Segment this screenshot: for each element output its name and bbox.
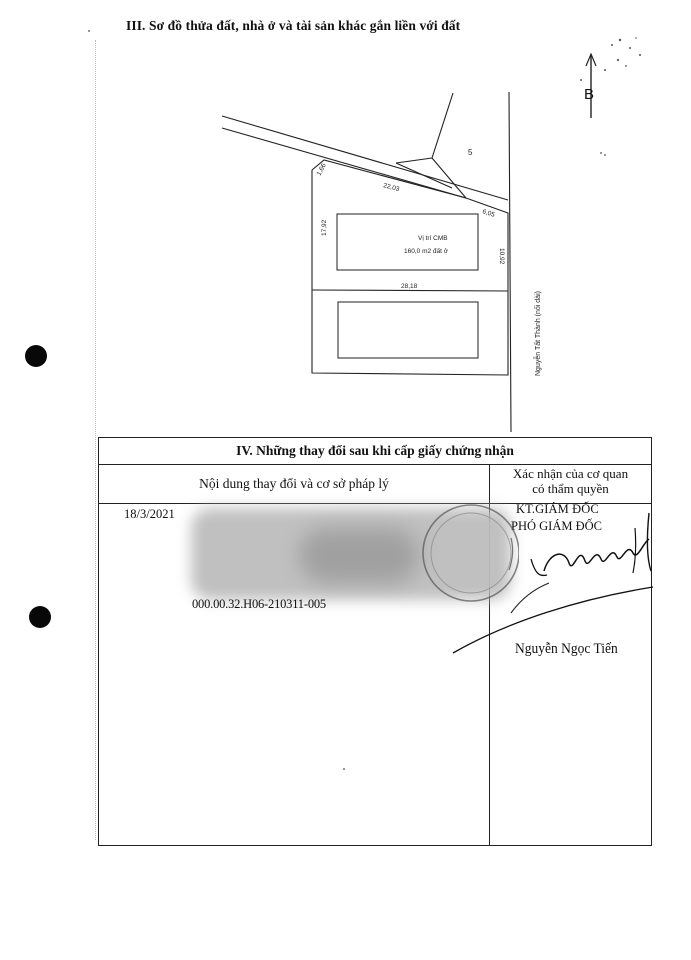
binder-hole-top <box>25 345 47 367</box>
building-label-1: Vị trí CMB <box>418 235 448 242</box>
land-plot-diagram: B 5 1,66 22,03 6,05 17,92 10,92 28,18 Vị… <box>221 37 641 433</box>
confirmation-column-header: Xác nhận của cơ quan có thẩm quyền <box>490 466 651 496</box>
section4-title: IV. Những thay đổi sau khi cấp giấy chứn… <box>99 438 651 465</box>
official-seal-icon <box>422 504 519 602</box>
left-margin-line <box>95 40 96 840</box>
changes-table: IV. Những thay đổi sau khi cấp giấy chứn… <box>98 437 654 846</box>
dim-top-right: 6,05 <box>481 208 496 219</box>
confirmation-header-line1: Xác nhận của cơ quan <box>512 466 629 481</box>
dim-left: 17,92 <box>321 219 328 236</box>
entry-dossier-code: 000.00.32.H06-210311-005 <box>192 597 326 611</box>
signer-name: Nguyễn Ngọc Tiến <box>515 641 618 657</box>
signature-icon <box>452 512 654 654</box>
building-label-2: 160,0 m2 đất ở <box>404 246 449 255</box>
signer-title-1: KT.GIÁM ĐỐC <box>516 502 599 516</box>
binder-hole-bottom <box>29 606 51 628</box>
north-label: B <box>584 86 594 103</box>
content-column-header: Nội dung thay đổi và cơ sở pháp lý <box>199 476 389 491</box>
dim-middle: 28,18 <box>401 283 418 290</box>
scan-speck <box>88 30 90 32</box>
scan-speck <box>604 154 606 156</box>
dim-right: 10,92 <box>498 248 505 265</box>
street-name: Nguyễn Tất Thành (nối dài) <box>533 291 542 376</box>
entry-date: 18/3/2021 <box>124 507 175 521</box>
header-divider <box>99 503 651 504</box>
north-arrow-icon: B <box>584 52 597 118</box>
dim-top-left: 1,66 <box>316 162 328 177</box>
scan-speck <box>600 152 602 154</box>
section3-title: III. Sơ đồ thửa đất, nhà ở và tài sản kh… <box>126 18 461 33</box>
redacted-content-dark <box>299 528 419 583</box>
column-divider <box>489 465 490 845</box>
dim-top: 22,03 <box>382 182 400 193</box>
signer-title-2: PHÓ GIÁM ĐỐC <box>511 519 602 533</box>
scan-noise <box>580 37 641 81</box>
neighbor-plot-number: 5 <box>468 148 473 157</box>
scan-speck <box>343 768 345 770</box>
confirmation-header-line2: có thẩm quyền <box>532 481 609 496</box>
